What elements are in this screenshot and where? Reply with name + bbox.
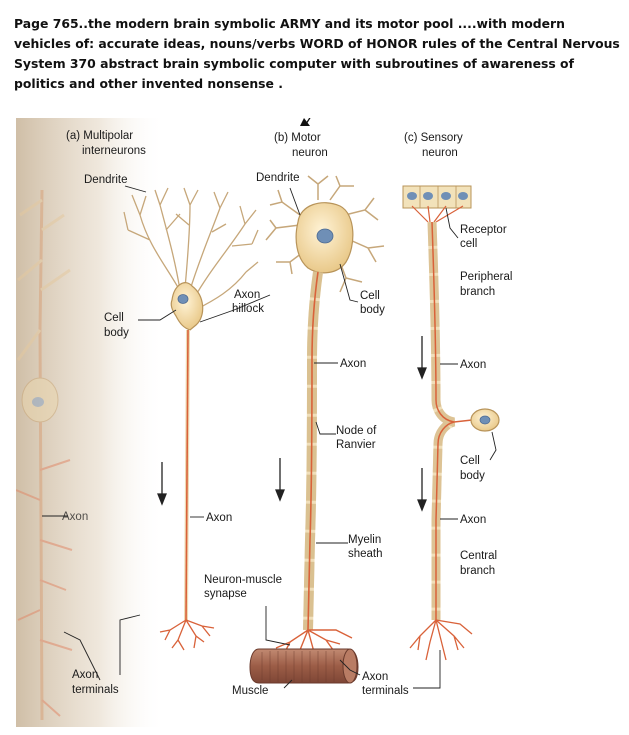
label-muscle: Muscle	[232, 685, 268, 697]
label-node-of-ranvier-1: Node of	[336, 425, 377, 437]
label-peripheral-branch-2: branch	[460, 286, 495, 298]
label-axon-b: Axon	[340, 358, 366, 370]
muscle-fiber	[249, 648, 359, 684]
label-neuron-muscle-2: synapse	[204, 588, 247, 600]
label-axon-terminals-b-1: Axon	[362, 671, 388, 683]
neuron-diagram-figure: (a) Multipolar interneurons (b) Motor ne…	[16, 118, 622, 727]
panel-b-title-line1: (b) Motor	[274, 132, 321, 144]
interneuron-a	[123, 187, 259, 651]
receptor-cells	[402, 185, 472, 209]
panel-c-title-line1: (c) Sensory	[404, 132, 463, 144]
label-cell-body-c-1: Cell	[460, 455, 480, 467]
label-peripheral-branch-1: Peripheral	[460, 271, 512, 283]
label-axon-c1: Axon	[460, 359, 486, 371]
label-dendrite-b: Dendrite	[256, 172, 299, 184]
label-axon-hillock-2: hillock	[232, 303, 264, 315]
direction-arrows	[157, 336, 427, 512]
label-myelin-sheath-1: Myelin	[348, 534, 381, 546]
overlay-pointer-arrow	[300, 118, 311, 126]
label-axon-a: Axon	[206, 512, 232, 524]
faded-page-background	[16, 118, 166, 727]
label-cell-body-b-2: body	[360, 304, 385, 316]
panel-a-title-line2: interneurons	[82, 145, 146, 157]
label-receptor-cell-1: Receptor	[460, 224, 507, 236]
label-cell-body-a-2: body	[104, 327, 129, 339]
panel-titles: (a) Multipolar interneurons (b) Motor ne…	[66, 130, 463, 159]
label-axon-terminals-a-1: Axon	[72, 669, 98, 681]
neuron-diagram-svg: (a) Multipolar interneurons (b) Motor ne…	[16, 118, 512, 727]
label-axon-terminals-a-2: terminals	[72, 684, 119, 696]
label-axon-hillock-1: Axon	[234, 289, 260, 301]
label-cell-body-b-1: Cell	[360, 290, 380, 302]
panel-b-title-line2: neuron	[292, 147, 328, 159]
faded-left-neuron	[16, 189, 73, 721]
label-cell-body-a-1: Cell	[104, 312, 124, 324]
label-axon-c2: Axon	[460, 514, 486, 526]
label-axon-faded: Axon	[62, 511, 88, 523]
panel-a-title-line1: (a) Multipolar	[66, 130, 133, 142]
structure-labels: Dendrite Cell body Axon Axon terminals A…	[62, 172, 512, 697]
label-cell-body-c-2: body	[460, 470, 485, 482]
label-neuron-muscle-1: Neuron-muscle	[204, 574, 282, 586]
panel-c-title-line2: neuron	[422, 147, 458, 159]
label-central-branch-2: branch	[460, 565, 495, 577]
label-leader-lines	[42, 185, 497, 689]
caption-text: Page 765..the modern brain symbolic ARMY…	[14, 16, 620, 91]
label-receptor-cell-2: cell	[460, 238, 477, 250]
motor-neuron-b	[249, 175, 385, 684]
label-central-branch-1: Central	[460, 550, 497, 562]
label-myelin-sheath-2: sheath	[348, 548, 383, 560]
label-node-of-ranvier-2: Ranvier	[336, 439, 376, 451]
sensory-neuron-c	[402, 185, 500, 661]
label-dendrite-a: Dendrite	[84, 174, 127, 186]
label-axon-terminals-b-2: terminals	[362, 685, 409, 697]
